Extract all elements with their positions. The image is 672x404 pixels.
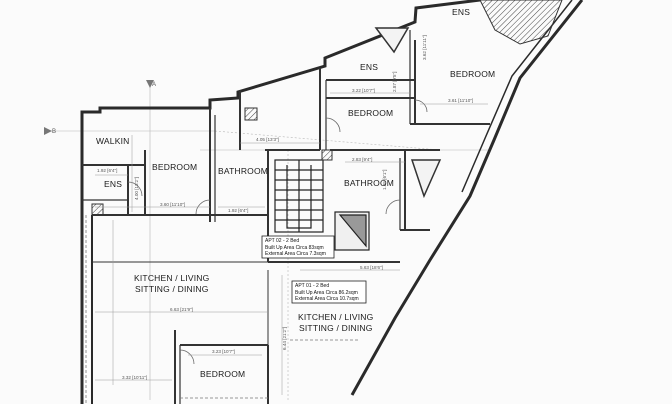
room-label-sitting-left: SITTING / DINING <box>135 284 209 294</box>
apt01-info-box: APT 01 - 2 Bed Built Up Area Circa 86.2s… <box>291 280 367 304</box>
room-label-ens-left: ENS <box>104 179 122 189</box>
room-label-bedroom-top: BEDROOM <box>348 108 393 118</box>
dimension-text: 3.22 [10'7"] <box>352 88 375 93</box>
dimension-lines <box>95 92 488 395</box>
room-label-bathroom-mid: BATHROOM <box>218 166 268 176</box>
dimension-text: 1.85 [6'1"] <box>382 170 387 190</box>
room-label-kitchen-right: KITCHEN / LIVING <box>298 312 373 322</box>
dimension-text: 3.61 [11'10"] <box>448 98 473 103</box>
apt01-name: APT 01 - 2 Bed <box>295 283 329 289</box>
section-marker-a <box>146 80 154 88</box>
internal-walls <box>82 30 490 404</box>
apt02-built-area: Built Up Area Circa 83sqm <box>265 245 324 251</box>
dimension-text: 4.05 [13'3"] <box>256 137 279 142</box>
room-label-bedroom-bottom: BEDROOM <box>200 369 245 379</box>
service-ducts <box>91 107 333 216</box>
section-label-a: A <box>152 82 156 88</box>
apt01-external-area: External Area Circa 10.7sqm <box>295 296 359 302</box>
light-wells <box>374 27 442 199</box>
apt02-external-area: External Area Circa 7.3sqm <box>265 251 326 257</box>
room-label-sitting-right: SITTING / DINING <box>299 323 373 333</box>
room-label-ens-top: ENS <box>360 62 378 72</box>
dimension-text: 3.32 [10'11"] <box>122 375 147 380</box>
apt01-built-area: Built Up Area Circa 86.2sqm <box>295 290 358 296</box>
apt02-name: APT 02 - 2 Bed <box>265 238 299 244</box>
dimension-text: 6.44 [21'2"] <box>282 327 287 350</box>
section-label-b: B <box>52 129 56 135</box>
apt02-info-box: APT 02 - 2 Bed Built Up Area Circa 83sqm… <box>261 235 335 259</box>
lift-shaft <box>334 211 370 251</box>
section-marker-b <box>44 127 52 135</box>
dimension-text: 1.92 [6'4"] <box>228 208 248 213</box>
room-label-ens-topright: ENS <box>452 7 470 17</box>
dimension-text: 4.00 [13'2"] <box>134 177 139 200</box>
dimension-text: 1.92 [6'4"] <box>97 168 117 173</box>
room-label-kitchen-left: KITCHEN / LIVING <box>134 273 209 283</box>
window-lines <box>85 215 360 404</box>
dimension-text: 3.62 [11'11"] <box>422 35 427 60</box>
door-swings <box>127 99 428 365</box>
outer-walls <box>80 0 584 404</box>
dimension-text: 2.83 [9'4"] <box>352 157 372 162</box>
dimension-text: 6.63 [21'9"] <box>170 307 193 312</box>
room-label-bedroom-left: BEDROOM <box>152 162 197 172</box>
room-label-bathroom-right: BATHROOM <box>344 178 394 188</box>
dimension-text: 5.63 [18'6"] <box>360 265 383 270</box>
room-label-walkin: WALKIN <box>96 136 129 146</box>
room-label-bedroom-right: BEDROOM <box>450 69 495 79</box>
dimension-text: 2.87 [9'5"] <box>392 72 397 92</box>
balcony-hatch <box>479 0 563 45</box>
dimension-text: 3.23 [10'7"] <box>212 349 235 354</box>
staircase <box>274 159 324 233</box>
dimension-text: 3.60 [11'10"] <box>160 202 185 207</box>
